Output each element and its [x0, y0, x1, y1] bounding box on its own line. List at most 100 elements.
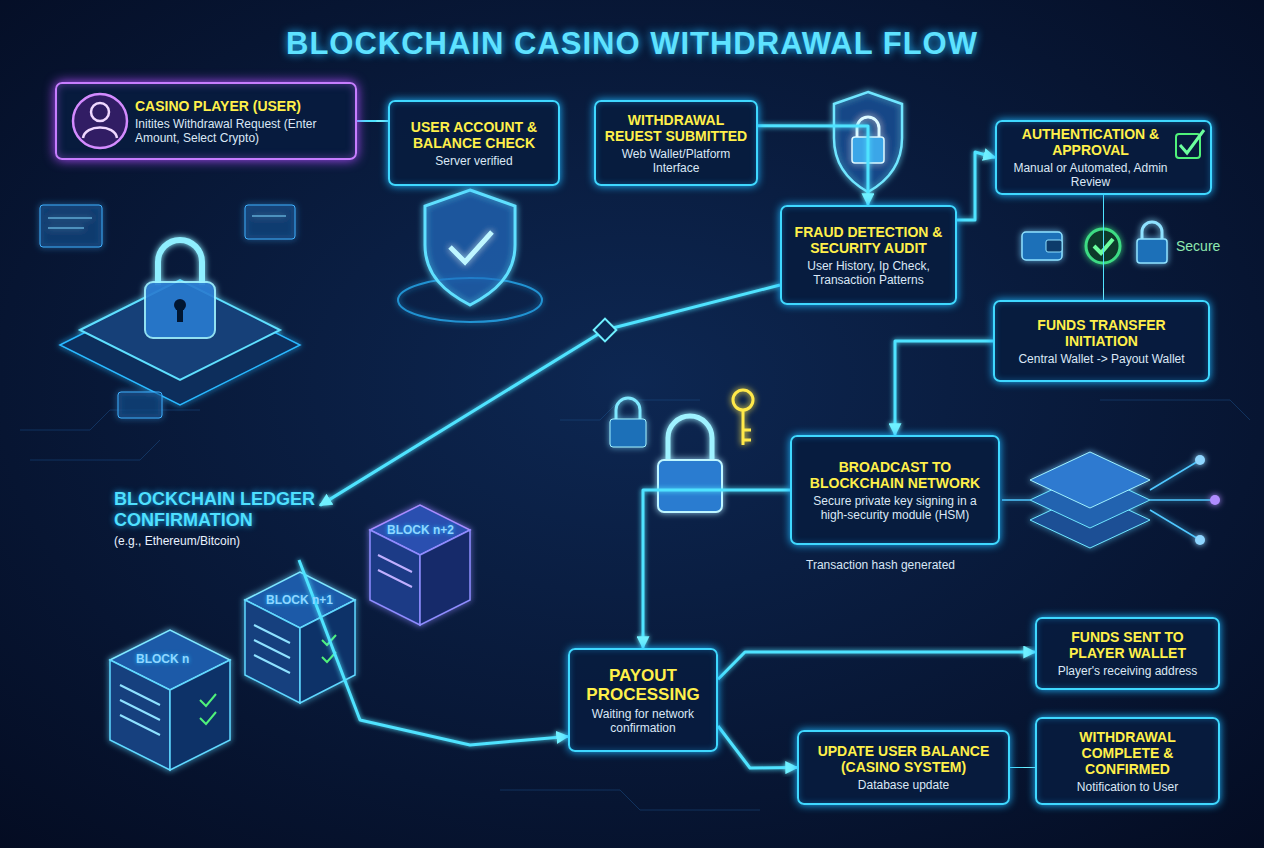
lock-platform-illustration — [40, 205, 300, 418]
panel-line — [48, 228, 84, 229]
node-body: Initites Withdrawal Request (Enter Amoun… — [135, 117, 347, 145]
process-box: AUTHENTICATION & APPROVALManual or Autom… — [995, 120, 1212, 195]
annotation-label: Transaction hash generated — [806, 558, 955, 572]
node-heading: BLOCKCHAIN LEDGER CONFIRMATION — [114, 489, 316, 531]
security-icons — [1022, 222, 1167, 263]
block-label: BLOCK n+1 — [266, 593, 333, 607]
node-heading: WITHDRAWAL REUEST SUBMITTED — [604, 112, 748, 144]
node-body: Central Wallet -> Payout Wallet — [1018, 352, 1184, 366]
shield-check — [450, 232, 492, 262]
node-heading: UPDATE USER BALANCE (CASINO SYSTEM) — [807, 743, 1000, 775]
flow-arrow — [299, 560, 568, 745]
node-heading: FUNDS TRANSFER INITIATION — [1003, 317, 1200, 349]
flow-arrow — [758, 126, 868, 205]
network-dot — [1195, 455, 1205, 465]
network-dot — [1195, 535, 1205, 545]
lock-body — [145, 282, 215, 338]
shield-illustration — [398, 190, 542, 322]
check-mark — [1180, 130, 1204, 153]
circuit-trace — [500, 790, 760, 810]
wallet-icon — [1022, 232, 1062, 260]
node-body: Web Wallet/Platform Interface — [604, 147, 748, 175]
circuit-traces — [20, 400, 1250, 810]
network-lines — [1002, 460, 1215, 540]
block-label: BLOCK n+2 — [387, 523, 454, 537]
keyhole — [177, 308, 183, 322]
node-body: Notification to User — [1077, 780, 1178, 794]
key-bow — [733, 390, 753, 410]
block-side — [370, 530, 420, 625]
user-icon-ring — [73, 94, 127, 148]
lock-shackle — [1142, 222, 1162, 240]
circuit-trace — [20, 410, 200, 430]
process-box: FUNDS TRANSFER INITIATION Central Wallet … — [993, 300, 1210, 382]
process-box: USER ACCOUNT & BALANCE CHECK Server verif… — [388, 100, 560, 186]
user-icon — [73, 94, 127, 148]
circuit-trace — [30, 440, 160, 460]
node-body: Server verified — [435, 154, 512, 168]
diagram-title: BLOCKCHAIN CASINO WITHDRAWAL FLOW — [0, 26, 1264, 62]
junction-diamond — [594, 319, 617, 342]
flow-arrow — [718, 652, 1035, 679]
node-heading: AUTHENTICATION & APPROVAL — [1005, 126, 1176, 158]
floating-panel — [245, 205, 295, 239]
node-heading: USER ACCOUNT & BALANCE CHECK — [398, 119, 550, 151]
platform-top — [80, 280, 280, 380]
network-cube-stack — [1002, 452, 1220, 548]
node-body: Waiting for network confirmation — [578, 707, 708, 735]
cube-layer — [1030, 452, 1150, 508]
user-icon-body — [83, 128, 117, 139]
process-box: UPDATE USER BALANCE (CASINO SYSTEM)Datab… — [797, 730, 1010, 805]
floating-panel — [40, 205, 102, 247]
flow-arrow — [895, 341, 993, 435]
node-heading: FUNDS SENT TO PLAYER WALLET — [1045, 629, 1210, 661]
node-body: Player's receiving address — [1058, 664, 1198, 678]
wallet-clasp — [1046, 240, 1062, 252]
flow-arrow — [1102, 195, 1105, 300]
key-blade — [743, 410, 751, 445]
flow-arrow — [1126, 690, 1129, 717]
check-box — [1176, 134, 1200, 158]
node-heading: PAYOUT PROCESSING — [578, 666, 708, 704]
block-record-lines — [378, 555, 412, 587]
shield — [425, 190, 515, 305]
process-box: FUNDS SENT TO PLAYER WALLET Player's rece… — [1035, 617, 1220, 690]
user-icon-head — [91, 103, 109, 121]
process-box: PAYOUT PROCESSING Waiting for network con… — [568, 648, 718, 752]
flow-arrow — [560, 124, 594, 127]
flow-arrow — [1010, 766, 1035, 769]
process-box: FRAUD DETECTION & SECURITY AUDIT User His… — [780, 205, 957, 305]
panel-line — [48, 218, 92, 219]
node-body: User History, Ip Check, Transaction Patt… — [790, 259, 947, 287]
lock-shackle — [158, 240, 202, 285]
block-side — [170, 660, 230, 770]
process-box: CASINO PLAYER (USER) Initites Withdrawal … — [55, 82, 357, 160]
lock-and-key-icon — [610, 390, 753, 512]
block-side — [245, 600, 300, 703]
block-side — [420, 530, 470, 625]
process-box: WITHDRAWAL COMPLETE & CONFIRMED Notificat… — [1035, 717, 1220, 805]
process-box: BROADCAST TO BLOCKCHAIN NETWORKSecure pr… — [790, 435, 1000, 545]
flow-arrow — [957, 152, 995, 220]
node-body: Secure private key signing in a high-sec… — [800, 494, 990, 522]
block-record-lines — [120, 685, 160, 735]
flow-arrow — [643, 490, 790, 648]
lock-shackle — [668, 416, 712, 462]
circuit-trace — [1100, 400, 1250, 420]
node-heading: FRAUD DETECTION & SECURITY AUDIT — [790, 224, 947, 256]
process-box: WITHDRAWAL REUEST SUBMITTED Web Wallet/Pl… — [594, 100, 758, 186]
flow-arrow — [718, 726, 797, 768]
node-heading: CASINO PLAYER (USER) — [135, 98, 301, 114]
node-heading: WITHDRAWAL COMPLETE & CONFIRMED — [1045, 729, 1210, 777]
annotation-label: Secure — [1176, 238, 1220, 254]
lock-body — [658, 460, 722, 512]
block-record-lines — [254, 625, 290, 673]
blockchain-blocks — [110, 505, 470, 770]
flow-arrow — [357, 119, 388, 122]
